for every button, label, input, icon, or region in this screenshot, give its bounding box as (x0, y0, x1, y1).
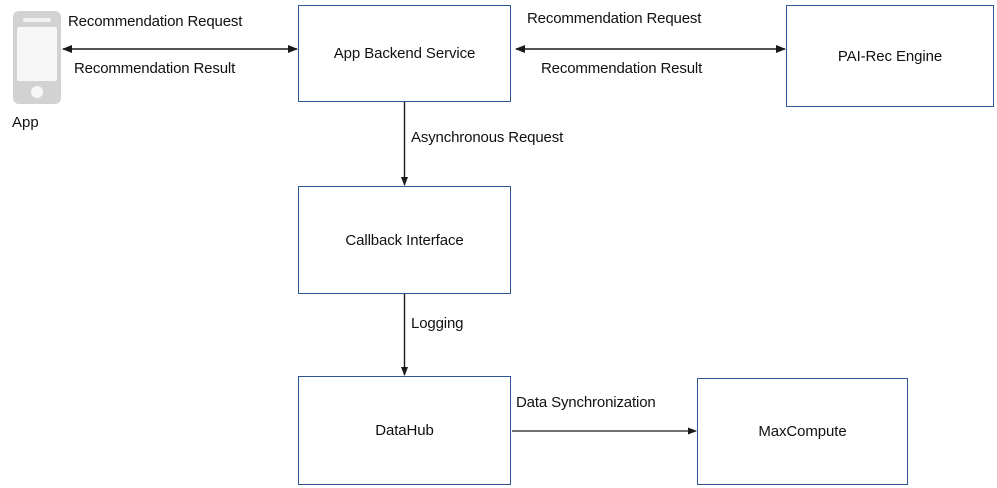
mobile-phone-icon (12, 10, 62, 110)
edge-label-recommendation-request-right: Recommendation Request (527, 10, 702, 28)
node-datahub[interactable]: DataHub (298, 376, 511, 485)
node-app-backend-service[interactable]: App Backend Service (298, 5, 511, 102)
app-caption: App (12, 114, 39, 131)
node-pai-rec-engine[interactable]: PAI-Rec Engine (786, 5, 994, 107)
node-callback-interface-label: Callback Interface (345, 231, 464, 249)
node-maxcompute-label: MaxCompute (758, 423, 847, 440)
node-callback-interface[interactable]: Callback Interface (298, 186, 511, 294)
node-maxcompute[interactable]: MaxCompute (697, 378, 908, 485)
node-pai-rec-engine-label: PAI-Rec Engine (837, 47, 943, 65)
edge-label-recommendation-result-left: Recommendation Result (74, 60, 236, 78)
edge-label-data-synchronization: Data Synchronization (516, 394, 656, 412)
edge-label-recommendation-request-left: Recommendation Request (68, 13, 243, 31)
edge-label-asynchronous-request: Asynchronous Request (411, 129, 564, 147)
edge-label-logging: Logging (411, 315, 464, 333)
edge-label-recommendation-result-right: Recommendation Result (541, 60, 703, 78)
node-app-backend-service-label: App Backend Service (333, 45, 476, 62)
node-datahub-label: DataHub (375, 422, 434, 439)
